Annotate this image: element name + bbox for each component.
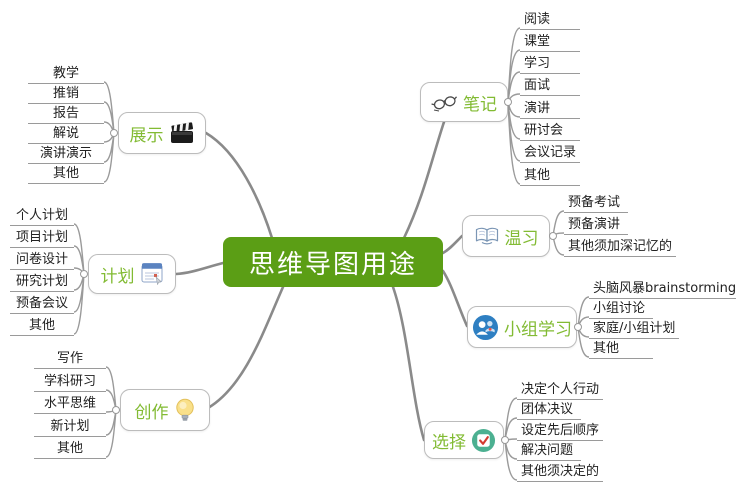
child-topic[interactable]: 课堂 xyxy=(520,29,580,52)
branch-label: 创作 xyxy=(134,402,169,423)
branch-topic-group-study[interactable]: 小组学习 xyxy=(467,306,577,348)
collapse-toggle[interactable] xyxy=(112,406,120,414)
child-topic[interactable]: 其他 xyxy=(10,313,74,336)
child-topic[interactable]: 其他 xyxy=(28,161,104,184)
trunk-curves xyxy=(174,120,469,442)
child-topic[interactable]: 演讲 xyxy=(520,96,580,119)
child-topic[interactable]: 其他须加深记忆的 xyxy=(564,234,677,257)
child-topic[interactable]: 水平思维 xyxy=(34,391,106,414)
root-topic[interactable]: 思维导图用途 xyxy=(223,237,443,287)
child-topic[interactable]: 面试 xyxy=(520,73,580,96)
child-topic[interactable]: 会议记录 xyxy=(520,140,581,163)
glasses-icon xyxy=(431,92,458,113)
checkbox-icon xyxy=(471,428,496,453)
lightbulb-icon xyxy=(174,398,196,423)
child-topic[interactable]: 预备会议 xyxy=(10,291,74,314)
planner-icon xyxy=(140,263,164,285)
child-topic[interactable]: 报告 xyxy=(28,101,104,124)
open-book-icon xyxy=(474,226,500,246)
branch-topic-presentation[interactable]: 展示 xyxy=(118,112,206,154)
child-topic[interactable]: 研究计划 xyxy=(10,269,74,292)
child-topic[interactable]: 头脑风暴brainstorming xyxy=(589,276,736,299)
child-topic[interactable]: 解决问题 xyxy=(517,438,581,461)
child-topic[interactable]: 其他 xyxy=(589,336,653,359)
child-topic[interactable]: 新计划 xyxy=(34,414,106,437)
collapse-toggle[interactable] xyxy=(110,129,118,137)
child-topic[interactable]: 阅读 xyxy=(520,7,580,30)
collapse-toggle[interactable] xyxy=(549,232,557,240)
branch-label: 展示 xyxy=(129,125,164,146)
branch-topic-notes[interactable]: 笔记 xyxy=(420,82,508,122)
branch-topic-review[interactable]: 温习 xyxy=(462,215,550,257)
branch-label: 笔记 xyxy=(463,94,497,115)
child-topic[interactable]: 设定先后顺序 xyxy=(517,418,604,441)
child-topic[interactable]: 其他须决定的 xyxy=(517,459,604,482)
child-topic[interactable]: 小组讨论 xyxy=(589,296,653,319)
branch-topic-choice[interactable]: 选择 xyxy=(424,421,504,459)
clapperboard-icon xyxy=(169,121,195,145)
branch-topic-plan[interactable]: 计划 xyxy=(88,254,176,294)
collapse-toggle[interactable] xyxy=(574,323,582,331)
collapse-toggle[interactable] xyxy=(504,98,512,106)
child-topic[interactable]: 学习 xyxy=(520,51,580,74)
child-topic[interactable]: 决定个人行动 xyxy=(517,377,604,400)
child-connector-curves xyxy=(73,27,590,481)
child-topic[interactable]: 研讨会 xyxy=(520,118,580,141)
collapse-toggle[interactable] xyxy=(80,270,88,278)
child-topic[interactable]: 演讲演示 xyxy=(28,141,104,164)
child-topic[interactable]: 家庭/小组计划 xyxy=(589,316,680,339)
branch-label: 温习 xyxy=(504,228,539,249)
child-topic[interactable]: 解说 xyxy=(28,121,104,144)
child-topic[interactable]: 问卷设计 xyxy=(10,247,74,270)
child-topic[interactable]: 预备考试 xyxy=(564,190,628,213)
branch-label: 选择 xyxy=(432,432,466,453)
child-topic[interactable]: 其他 xyxy=(34,436,106,459)
child-topic[interactable]: 学科研习 xyxy=(34,369,106,392)
branch-label: 计划 xyxy=(100,266,135,287)
child-topic[interactable]: 写作 xyxy=(34,346,106,369)
child-topic[interactable]: 推销 xyxy=(28,81,104,104)
child-topic[interactable]: 个人计划 xyxy=(10,203,74,226)
collapse-toggle[interactable] xyxy=(501,436,509,444)
group-icon xyxy=(472,314,499,341)
child-topic[interactable]: 团体决议 xyxy=(517,397,581,420)
child-topic[interactable]: 预备演讲 xyxy=(564,212,628,235)
child-topic[interactable]: 教学 xyxy=(28,61,104,84)
child-topic[interactable]: 项目计划 xyxy=(10,225,74,248)
branch-topic-creation[interactable]: 创作 xyxy=(120,389,210,431)
child-topic[interactable]: 其他 xyxy=(520,163,580,186)
branch-label: 小组学习 xyxy=(504,319,572,340)
